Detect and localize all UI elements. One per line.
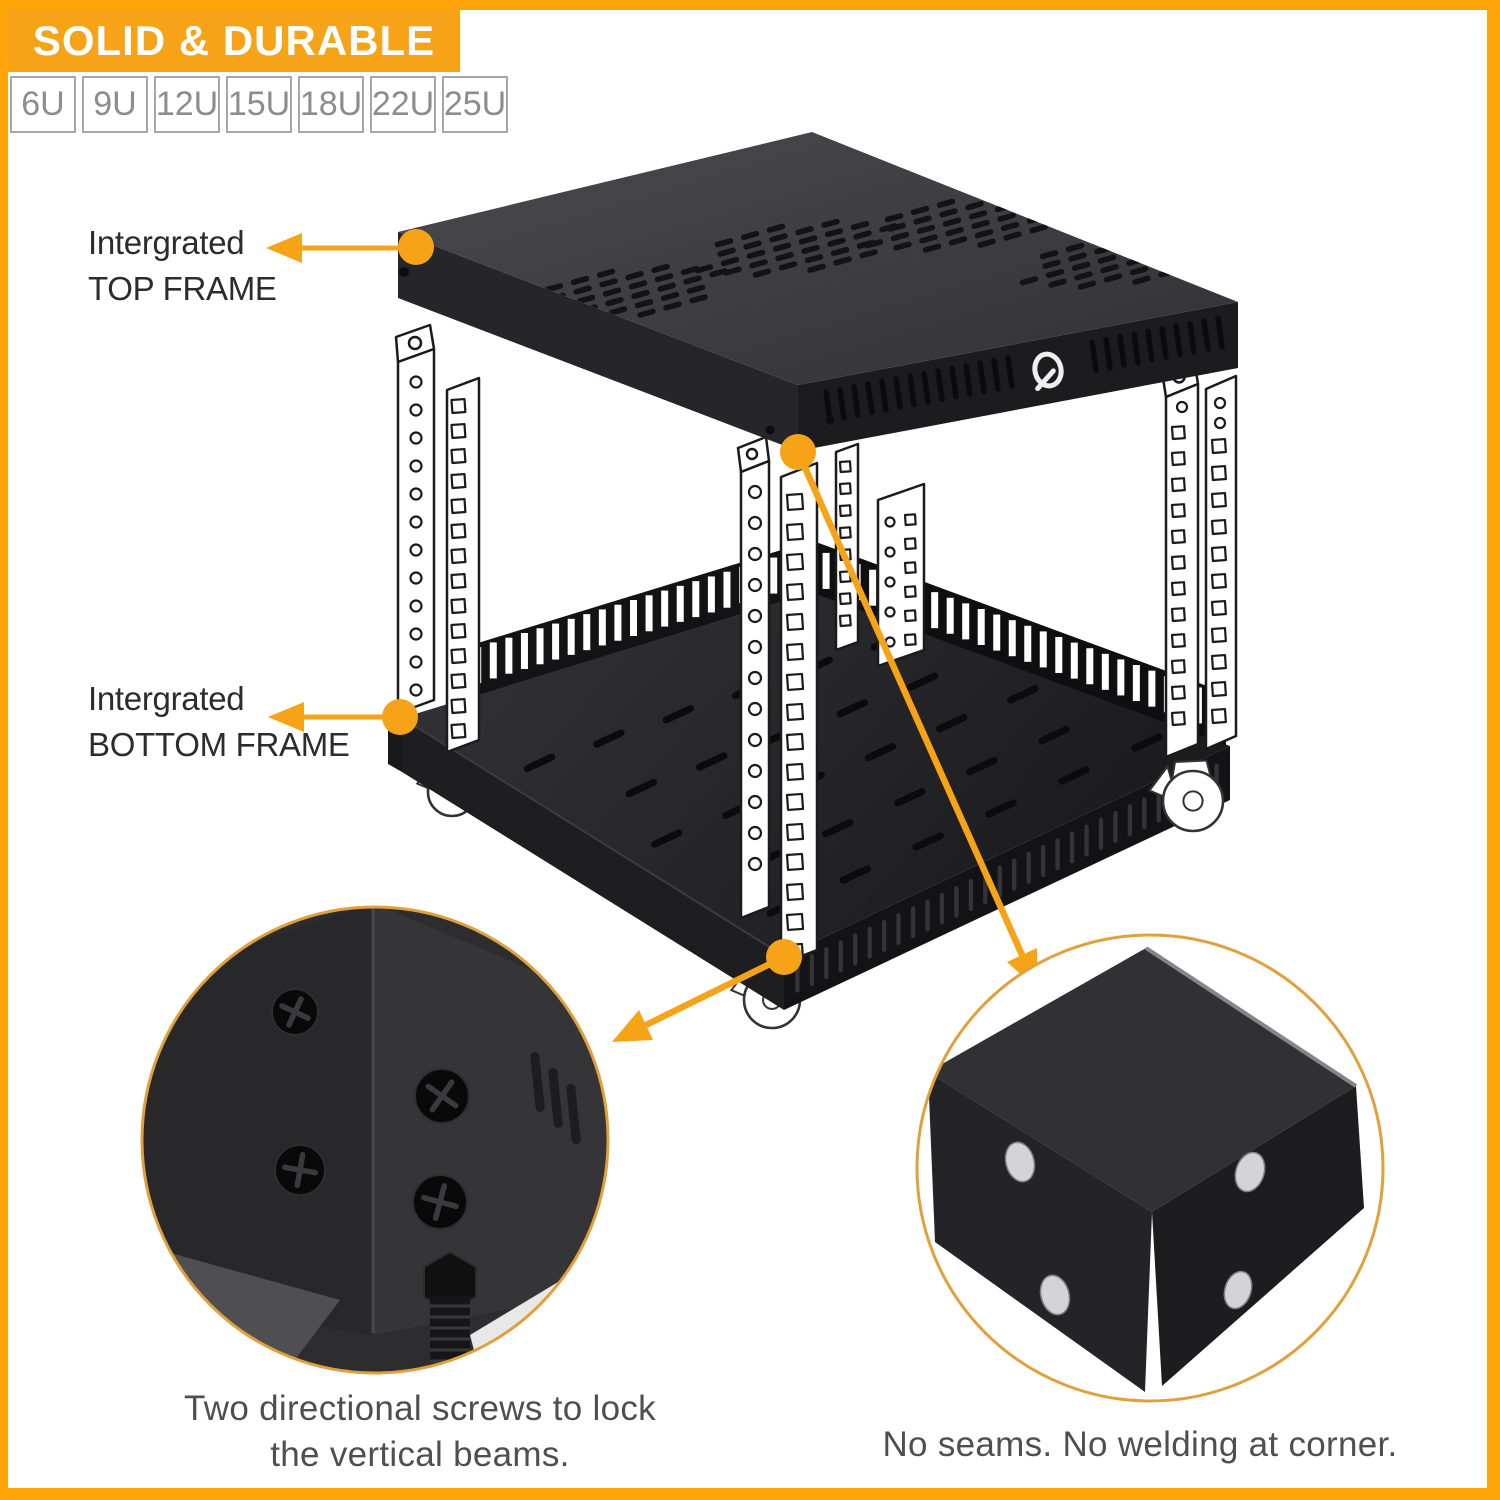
size-option-12u[interactable]: 12U — [154, 76, 220, 133]
corner-hole — [1039, 1274, 1071, 1316]
size-selector: 6U 9U 12U 15U 18U 22U 25U — [10, 76, 508, 133]
corner-hole — [1004, 1141, 1036, 1183]
annotation-bottom-frame: Intergrated BOTTOM FRAME — [88, 676, 350, 768]
size-option-18u[interactable]: 18U — [298, 76, 364, 133]
size-option-9u[interactable]: 9U — [82, 76, 148, 133]
brand-logo-icon — [1032, 351, 1064, 392]
corner-hole — [1234, 1151, 1266, 1193]
detail-ring — [140, 905, 610, 1375]
annotation-line: TOP FRAME — [88, 270, 277, 307]
bottom-frame-front-rail — [784, 746, 1230, 1010]
detail-ring — [915, 933, 1385, 1403]
caption-screws: Two directional screws to lock the verti… — [150, 1386, 690, 1478]
size-option-25u[interactable]: 25U — [442, 76, 508, 133]
caption-line: the vertical beams. — [270, 1435, 570, 1474]
annotation-line: BOTTOM FRAME — [88, 726, 350, 763]
detail-photo-corner — [915, 933, 1385, 1403]
annotation-top-frame: Intergrated TOP FRAME — [88, 220, 277, 312]
caption-corner: No seams. No welding at corner. — [845, 1422, 1435, 1468]
screw-icon — [271, 988, 470, 1230]
bottom-frame — [388, 540, 1230, 1030]
detail-arrow-screws — [612, 954, 786, 1042]
size-option-6u[interactable]: 6U — [10, 76, 76, 133]
caption-line: No seams. No welding at corner. — [882, 1425, 1398, 1464]
size-option-15u[interactable]: 15U — [226, 76, 292, 133]
annotation-arrow-top-frame — [266, 233, 416, 263]
connector-dot — [382, 699, 418, 735]
caption-line: Two directional screws to lock — [184, 1389, 656, 1428]
annotation-line: Intergrated — [88, 224, 245, 261]
connector-dot — [766, 939, 802, 975]
banner: SOLID & DURABLE — [8, 10, 460, 72]
vertical-rail-rear-left — [394, 323, 481, 754]
connector-dot — [780, 434, 816, 470]
annotation-line: Intergrated — [88, 680, 245, 717]
top-frame — [398, 132, 1238, 451]
detail-photo-screws — [140, 905, 610, 1375]
caster-icon — [1147, 759, 1225, 833]
connector-dot — [398, 229, 434, 265]
banner-title: SOLID & DURABLE — [32, 17, 436, 64]
size-option-22u[interactable]: 22U — [370, 76, 436, 133]
corner-hole — [1223, 1270, 1253, 1310]
bottom-frame-front-rail — [402, 718, 784, 1010]
